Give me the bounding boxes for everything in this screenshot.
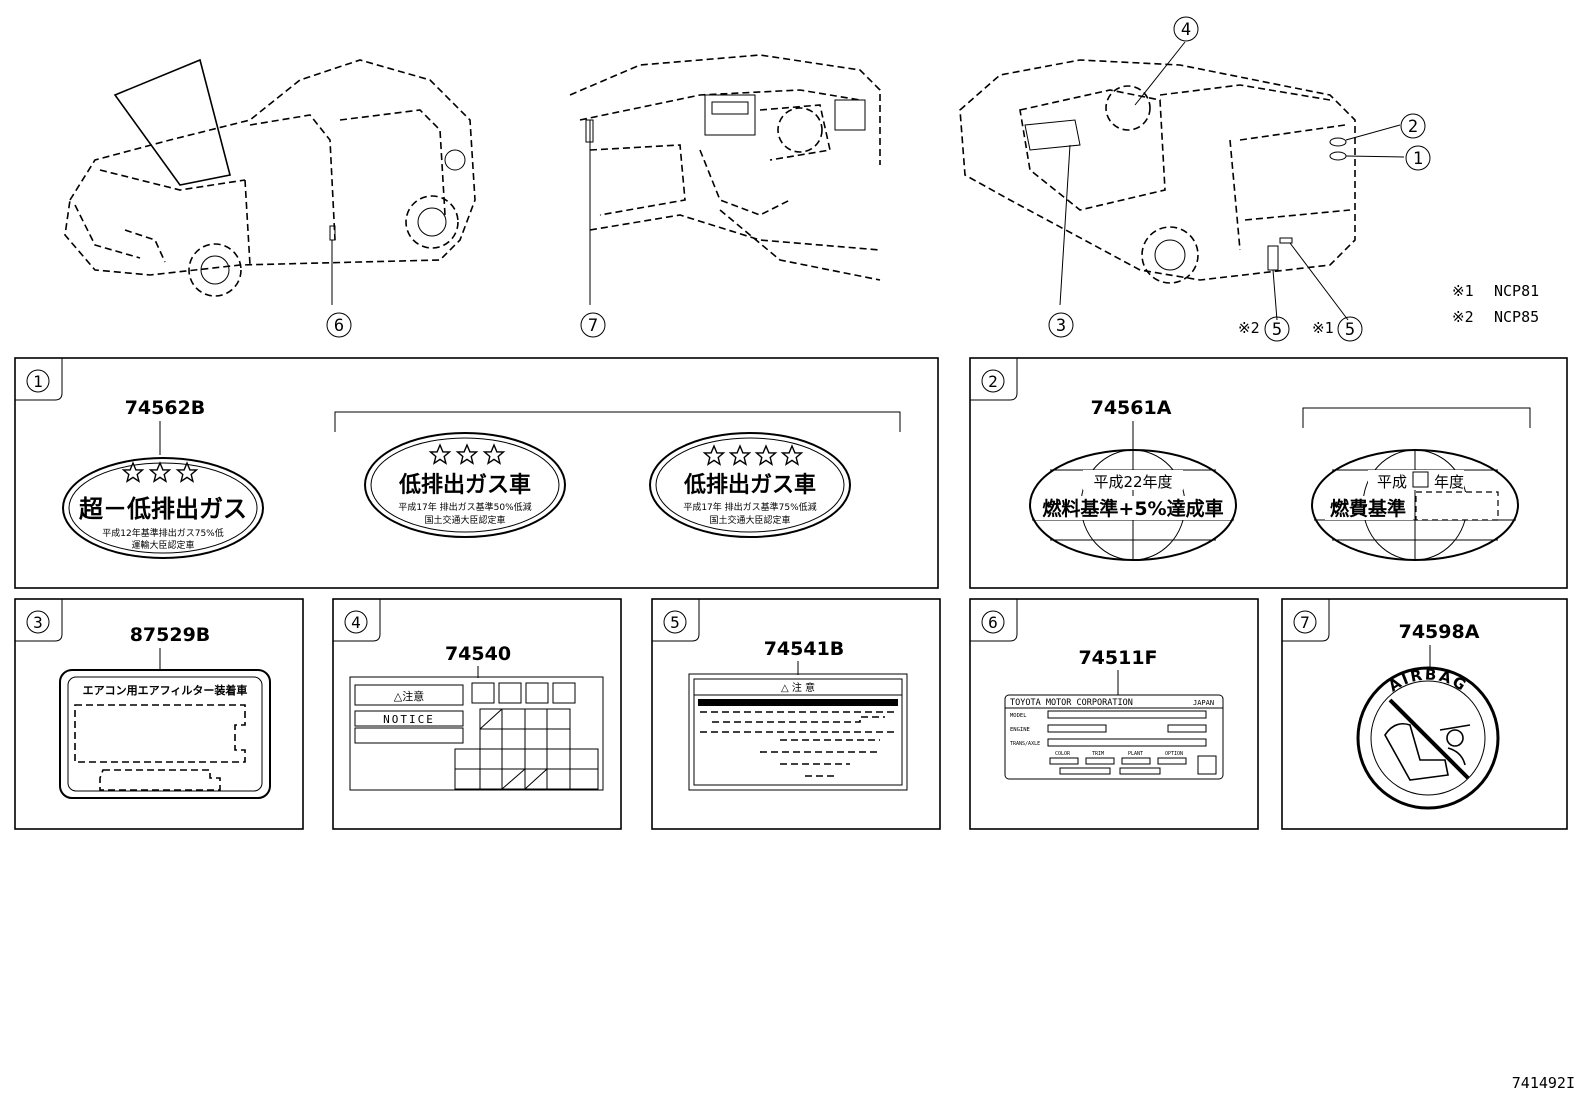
- svg-text:1: 1: [33, 372, 43, 391]
- callout-5-ncp81: ※1 5: [1312, 316, 1363, 342]
- callout-5-ncp85: ※2 5: [1238, 316, 1290, 342]
- callout-4: 4: [1173, 16, 1199, 42]
- svg-text:TRANS/AXLE: TRANS/AXLE: [1010, 741, 1040, 747]
- panel-3: 3 87529B エアコン用エアフィルター装着車: [14, 598, 304, 830]
- svg-text:△ 注 意: △ 注 意: [781, 681, 815, 694]
- svg-text:NOTICE: NOTICE: [383, 713, 435, 726]
- svg-text:4: 4: [1181, 20, 1191, 40]
- panel-5: 5 74541B △ 注 意: [651, 598, 941, 830]
- svg-text:MODEL: MODEL: [1010, 713, 1027, 719]
- part-number: 74541B: [764, 638, 845, 660]
- svg-text:3: 3: [33, 613, 43, 632]
- svg-text:NCP85: NCP85: [1494, 308, 1539, 326]
- dashboard-illustration: [569, 54, 881, 305]
- svg-text:5: 5: [1345, 320, 1355, 340]
- panel-2: 2 74561A 平成22年度 燃料基準+5%達成車 平成 年: [969, 357, 1568, 589]
- callout-6: 6: [326, 312, 352, 338]
- svg-text:エアコン用エアフィルター装着車: エアコン用エアフィルター装着車: [83, 683, 248, 697]
- svg-text:3: 3: [1056, 316, 1066, 336]
- svg-text:平成22年度: 平成22年度: [1093, 473, 1172, 491]
- svg-text:ENGINE: ENGINE: [1010, 727, 1030, 733]
- svg-text:TRIM: TRIM: [1092, 751, 1104, 757]
- svg-text:低排出ガス車: 低排出ガス車: [398, 473, 531, 498]
- caution-label: △ 注 意: [688, 673, 908, 791]
- airbag-warning-label: AIRBAG: [1356, 665, 1500, 810]
- svg-text:NCP81: NCP81: [1494, 282, 1539, 300]
- svg-text:2: 2: [988, 372, 998, 391]
- svg-text:国土交通大臣認定車: 国土交通大臣認定車: [709, 514, 790, 526]
- svg-text:5: 5: [1272, 320, 1282, 340]
- part-number: 74511F: [1078, 647, 1157, 669]
- svg-text:JAPAN: JAPAN: [1193, 699, 1214, 707]
- svg-text:国土交通大臣認定車: 国土交通大臣認定車: [424, 514, 505, 526]
- vehicle-front-illustration: [64, 58, 476, 305]
- svg-text:低排出ガス車: 低排出ガス車: [683, 473, 816, 498]
- panel-6: 6 74511F TOYOTA MOTOR CORPORATION JAPAN …: [969, 598, 1259, 830]
- svg-text:※1: ※1: [1312, 319, 1334, 337]
- svg-text:※1: ※1: [1452, 282, 1474, 300]
- low-emission-label-4star: 低排出ガス車 平成17年 排出ガス基準75%低減 国土交通大臣認定車: [649, 432, 851, 538]
- ac-filter-label: エアコン用エアフィルター装着車: [59, 669, 271, 799]
- svg-text:2: 2: [1408, 117, 1418, 137]
- svg-text:COLOR: COLOR: [1055, 751, 1071, 757]
- low-emission-label-3star: 低排出ガス車 平成17年 排出ガス基準50%低減 国土交通大臣認定車: [364, 432, 566, 538]
- svg-text:燃料基準+5%達成車: 燃料基準+5%達成車: [1042, 497, 1223, 520]
- model-notes: ※1 NCP81 ※2 NCP85: [1452, 282, 1539, 326]
- svg-text:TOYOTA MOTOR CORPORATION: TOYOTA MOTOR CORPORATION: [1010, 698, 1133, 708]
- svg-text:1: 1: [1413, 149, 1423, 169]
- panel-1: 1 74562B 超－低排出ガス 平成12年基準排出ガス75%低 運輸大臣認定車…: [14, 357, 939, 589]
- callout-7: 7: [580, 312, 606, 338]
- vehicle-rear-illustration: [959, 41, 1405, 321]
- svg-text:運輸大臣認定車: 運輸大臣認定車: [131, 539, 194, 551]
- svg-text:7: 7: [588, 316, 598, 336]
- panel-7: 7 74598A AIRBAG: [1281, 598, 1568, 830]
- svg-text:燃費基準: 燃費基準: [1330, 497, 1406, 520]
- svg-text:※2: ※2: [1452, 308, 1474, 326]
- svg-text:PLANT: PLANT: [1128, 751, 1143, 757]
- svg-text:平成17年 排出ガス基準50%低減: 平成17年 排出ガス基準50%低減: [398, 501, 531, 513]
- callout-3: 3: [1048, 312, 1074, 338]
- callout-1: 1: [1405, 145, 1431, 171]
- svg-text:5: 5: [670, 613, 680, 632]
- svg-text:6: 6: [988, 613, 998, 632]
- low-emission-label-super: 超－低排出ガス 平成12年基準排出ガス75%低 運輸大臣認定車: [62, 457, 264, 559]
- svg-text:超－低排出ガス: 超－低排出ガス: [79, 495, 247, 523]
- svg-text:平成12年基準排出ガス75%低: 平成12年基準排出ガス75%低: [102, 527, 223, 539]
- svg-text:6: 6: [334, 316, 344, 336]
- svg-text:4: 4: [351, 613, 361, 632]
- callout-2: 2: [1400, 113, 1426, 139]
- panel-4: 4 74540 △注意 NOTICE: [332, 598, 622, 830]
- part-number: 74561A: [1091, 397, 1172, 419]
- caution-notice-label: △注意 NOTICE: [349, 676, 604, 791]
- figure-id: 741492I: [1512, 1074, 1575, 1092]
- svg-text:平成17年 排出ガス基準75%低減: 平成17年 排出ガス基準75%低減: [683, 501, 816, 513]
- part-number: 74540: [445, 643, 511, 665]
- svg-text:※2: ※2: [1238, 319, 1260, 337]
- fuel-economy-label: 平成22年度 燃料基準+5%達成車: [1029, 449, 1237, 561]
- svg-text:OPTION: OPTION: [1165, 751, 1183, 757]
- vehicle-id-plate: TOYOTA MOTOR CORPORATION JAPAN MODEL ENG…: [1004, 694, 1224, 780]
- svg-text:7: 7: [1300, 613, 1310, 632]
- part-number: 74598A: [1399, 621, 1480, 643]
- svg-text:年度: 年度: [1434, 473, 1464, 491]
- svg-text:△注意: △注意: [394, 689, 424, 703]
- svg-text:平成: 平成: [1377, 473, 1407, 491]
- child-seat-icon: [1384, 722, 1471, 781]
- part-number: 74562B: [125, 397, 206, 419]
- fuel-economy-label-blank: 平成 年度 燃費基準: [1311, 449, 1519, 561]
- part-number: 87529B: [130, 624, 211, 646]
